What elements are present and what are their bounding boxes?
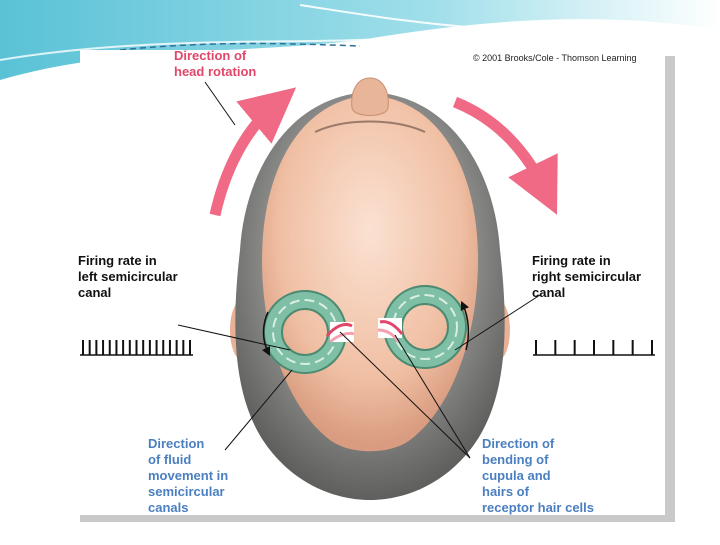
right-canal-label: Firing rate in right semicircular canal	[532, 253, 642, 300]
left-canal-label: Firing rate in left semicircular canal	[78, 253, 178, 300]
cupula-pointer-a	[339, 331, 471, 459]
left-firing-spike-train	[80, 340, 193, 356]
nose	[351, 77, 389, 116]
right-rotation-arrow	[452, 96, 558, 215]
fluid-movement-label: Direction of fluid movement in semicircu…	[148, 436, 229, 515]
fluid-pointer	[224, 369, 293, 451]
slide-wave-decoration	[0, 0, 720, 80]
brow-line	[314, 120, 426, 133]
head-rotation-pointer	[204, 81, 236, 126]
right-firing-pointer	[454, 294, 541, 351]
head-rotation-label: Direction of head rotation	[174, 48, 257, 79]
copyright-notice: © 2001 Brooks/Cole - Thomson Learning	[473, 53, 637, 63]
left-semicircular-canal	[261, 290, 355, 374]
cupula-pointer-b	[394, 334, 471, 459]
figure-shadow-bottom	[80, 515, 675, 522]
left-firing-pointer	[177, 324, 291, 351]
cupula-bending-label: Direction of bending of cupula and hairs…	[482, 436, 594, 515]
figure-shadow-right	[665, 56, 675, 522]
right-firing-spike-train	[533, 340, 655, 356]
right-semicircular-canal	[377, 285, 470, 369]
left-rotation-arrow	[209, 87, 297, 217]
